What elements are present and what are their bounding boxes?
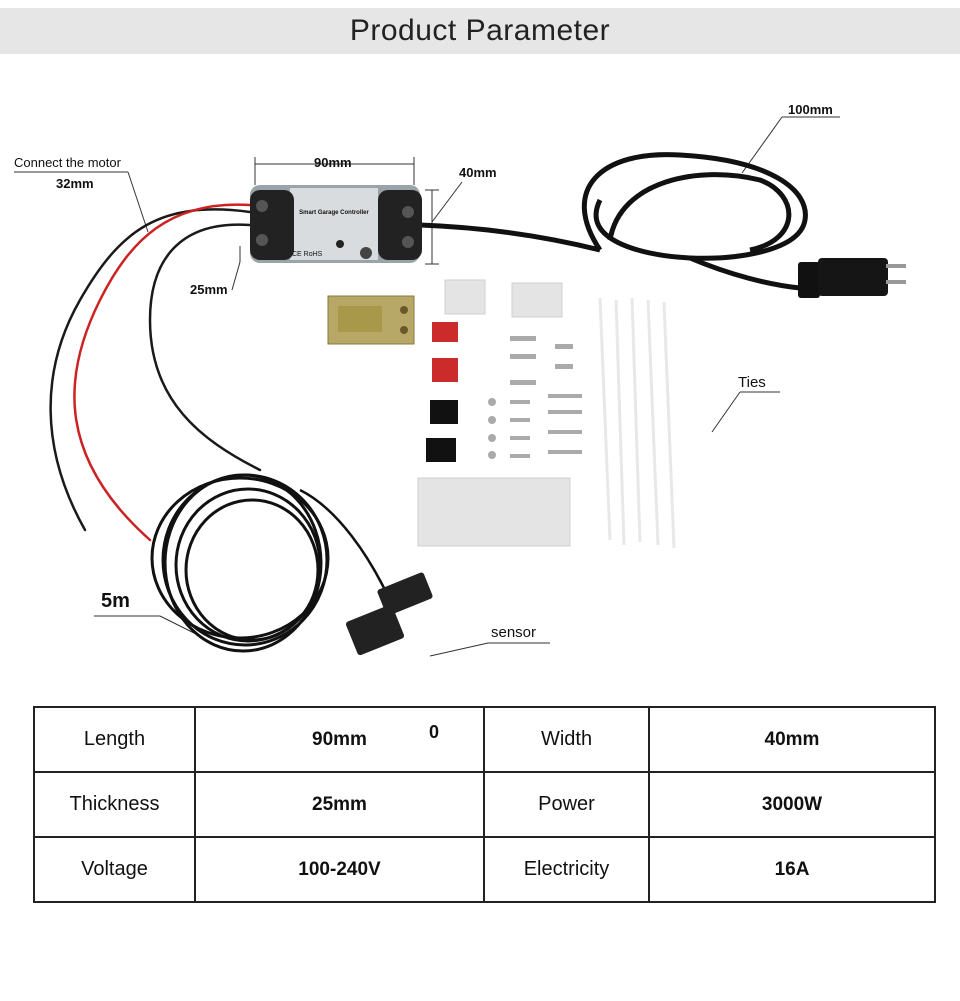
device-marks: CE RoHS — [292, 251, 323, 258]
power-cord — [419, 152, 808, 291]
device-name: Smart Garage Controller — [299, 210, 369, 216]
param-label: Width — [483, 706, 650, 773]
label-thickness: 25mm — [190, 282, 228, 297]
param-label: Voltage — [33, 836, 196, 903]
param-label: Length — [33, 706, 196, 773]
label-controller-height: 40mm — [459, 165, 497, 180]
label-ties: Ties — [738, 374, 766, 391]
controller-box: Smart Garage Controller CE RoHS — [250, 185, 422, 263]
table-row: Thickness 25mm Power 3000W — [33, 771, 936, 838]
stray-mark: 0 — [429, 722, 440, 742]
product-photo: Smart Garage Controller CE RoHS — [14, 116, 906, 657]
screws — [488, 336, 582, 459]
param-value: 3000W — [648, 771, 936, 838]
label-controller-width: 90mm — [314, 155, 352, 170]
param-value: 90mm 0 — [194, 706, 485, 773]
cable-ties — [598, 297, 676, 549]
label-sensor: sensor — [491, 624, 537, 641]
sensor-cable-coil — [150, 473, 387, 653]
power-plug — [798, 258, 906, 298]
param-value: 16A — [648, 836, 936, 903]
param-value-text: 90mm — [312, 728, 367, 750]
param-label: Electricity — [483, 836, 650, 903]
mounting-bracket — [327, 295, 415, 345]
label-connect-motor: Connect the motor — [14, 155, 121, 170]
param-label: Thickness — [33, 771, 196, 838]
param-value: 25mm — [194, 771, 485, 838]
param-value: 100-240V — [194, 836, 485, 903]
adhesive-pads — [417, 279, 571, 547]
page-title: Product Parameter — [349, 14, 611, 47]
label-sensor-cable: 5m — [101, 590, 130, 612]
dimension-lines — [14, 116, 840, 657]
motor-wires — [49, 203, 262, 542]
label-wire-length: 32mm — [56, 176, 94, 191]
label-cord-length: 100mm — [788, 102, 833, 117]
table-row: Length 90mm 0 Width 40mm — [33, 706, 936, 773]
magnetic-sensor — [345, 572, 433, 656]
param-label: Power — [483, 771, 650, 838]
parameter-table: Length 90mm 0 Width 40mm Thickness 25mm … — [33, 706, 936, 903]
clips — [426, 322, 458, 462]
table-row: Voltage 100-240V Electricity 16A — [33, 836, 936, 903]
title-bar: Product Parameter — [0, 8, 960, 54]
param-value: 40mm — [648, 706, 936, 773]
